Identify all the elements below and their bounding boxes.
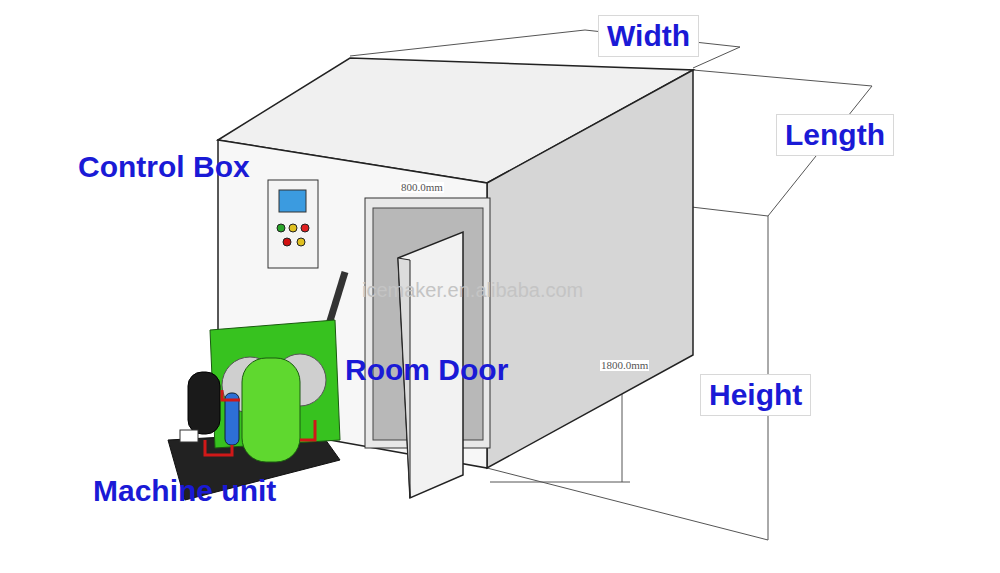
receiver-tank [188, 372, 220, 434]
dimension-label: Length [776, 114, 894, 156]
compressor [242, 358, 300, 462]
part-label: Control Box [78, 152, 250, 182]
part-label: Room Door [345, 355, 508, 385]
dimension-text: 800.0mm [400, 182, 444, 193]
control-screen [279, 190, 306, 212]
room-side [487, 70, 693, 468]
watermark: icemaker.en.alibaba.com [362, 280, 583, 300]
control-box [268, 180, 318, 268]
dimension-label: Height [700, 374, 811, 416]
dimension-label: Width [598, 15, 699, 57]
part-label: Machine unit [93, 476, 276, 506]
dimension-text: 1800.0mm [600, 360, 649, 371]
